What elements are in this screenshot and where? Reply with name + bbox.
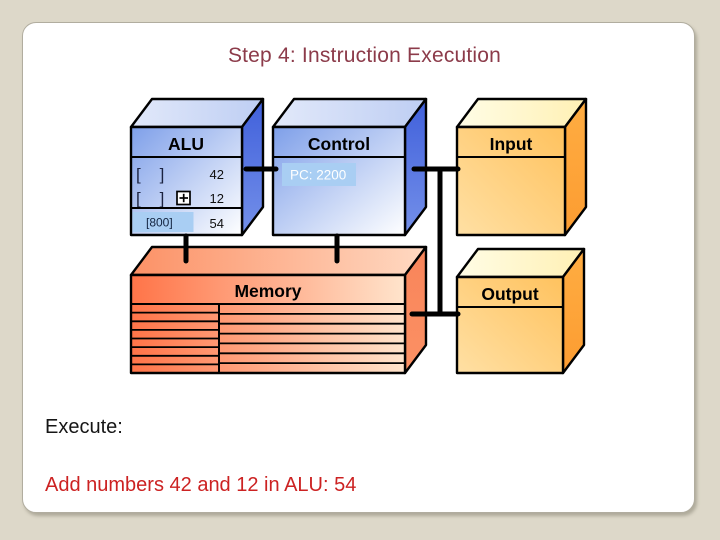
alu-register1-brackets: [ ] bbox=[136, 165, 164, 184]
output-label: Output bbox=[481, 284, 539, 304]
control-box: Control PC: 2200 bbox=[271, 97, 428, 237]
bus-connectors bbox=[183, 166, 461, 317]
alu-register2-value: 12 bbox=[210, 191, 224, 206]
pc-register-value: PC: 2200 bbox=[290, 168, 346, 183]
input-front-face bbox=[455, 125, 567, 237]
input-label: Input bbox=[490, 134, 533, 154]
result-text: Add numbers 42 and 12 in ALU: 54 bbox=[45, 474, 357, 496]
alu-box: ALU [ ] 42 [ ] 12 [800] 54 bbox=[129, 97, 265, 237]
input-box: Input bbox=[455, 97, 588, 237]
control-top-face bbox=[271, 97, 428, 129]
alu-label: ALU bbox=[168, 134, 204, 154]
alu-register2-brackets: [ ] bbox=[136, 189, 164, 208]
execute-label: Execute: bbox=[45, 416, 123, 438]
plus-boxed-icon bbox=[176, 190, 191, 206]
alu-result-highlight bbox=[132, 212, 194, 232]
alu-result-value: 54 bbox=[210, 216, 224, 231]
memory-row-lines bbox=[131, 311, 405, 366]
pc-register-highlight bbox=[282, 163, 356, 186]
memory-label: Memory bbox=[234, 281, 301, 301]
memory-top-face bbox=[129, 245, 428, 277]
slide-title: Step 4: Instruction Execution bbox=[227, 44, 502, 67]
memory-box: Memory bbox=[129, 245, 428, 375]
output-box: Output bbox=[455, 247, 586, 375]
alu-top-face bbox=[129, 97, 265, 129]
output-front-face bbox=[455, 275, 565, 375]
control-label: Control bbox=[308, 134, 370, 154]
alu-result-address: [800] bbox=[146, 216, 173, 230]
alu-register1-value: 42 bbox=[210, 167, 224, 182]
